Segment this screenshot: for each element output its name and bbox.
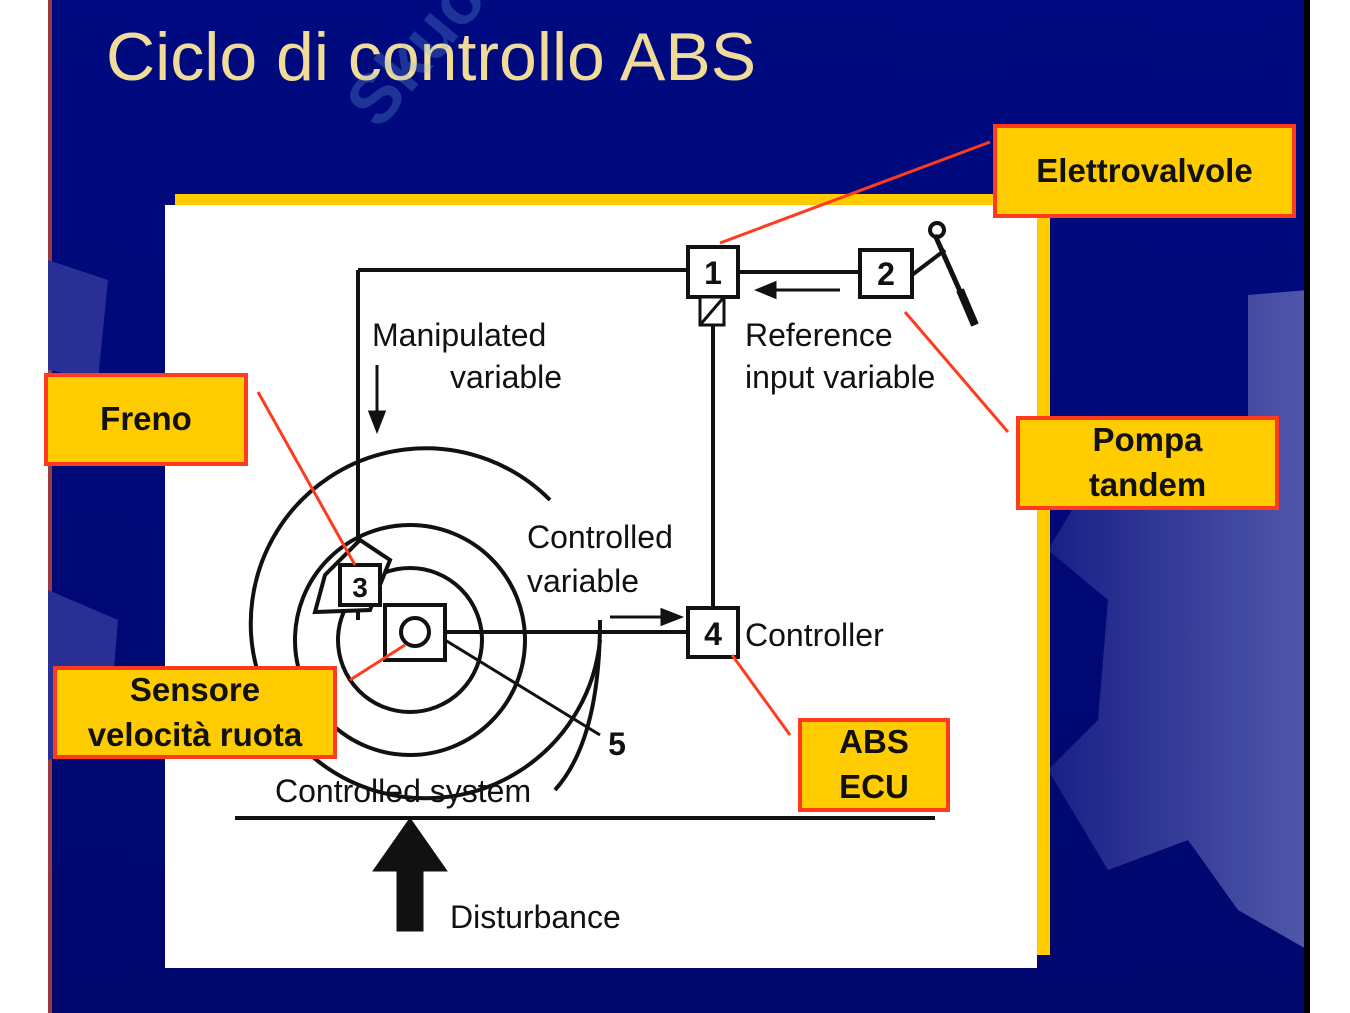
callout-text: Elettrovalvole [1036, 151, 1253, 189]
callout-text: velocità ruota [87, 715, 303, 753]
callout-text: Pompa [1092, 421, 1203, 459]
freno-leader [256, 391, 357, 566]
callout-abs-ecu: ABS ECU [798, 718, 950, 812]
disturbance-label: Disturbance [450, 899, 621, 935]
elettrovalvole-leader [719, 140, 991, 245]
node-5-label: 5 [608, 726, 626, 762]
pompa-leader [903, 311, 1010, 433]
controlled-variable-label-2: variable [527, 563, 639, 599]
background-gear-icon [48, 260, 118, 760]
controlled-system-label: Controlled system [275, 773, 531, 809]
disturbance-arrow-icon [372, 817, 448, 932]
reference-label-2: input variable [745, 359, 935, 395]
wheel-inner-circle [336, 566, 484, 714]
reference-label: Reference [745, 317, 893, 353]
callout-text: ECU [839, 768, 909, 805]
callout-text: Sensore [129, 670, 261, 708]
callout-pompa-tandem: Pompa tandem [1016, 416, 1279, 510]
sensore-leader [349, 643, 406, 682]
node-1-label: 1 [704, 255, 722, 291]
node-4-label: 4 [704, 616, 722, 652]
callout-text: ABS [839, 723, 909, 761]
node-1-box [686, 245, 740, 299]
callout-text: Freno [100, 400, 192, 438]
slide-edge-strip [48, 0, 52, 1013]
pedal-pivot-icon [928, 221, 946, 239]
node-2-box [858, 248, 914, 299]
controller-label: Controller [745, 617, 884, 653]
abs-ecu-leader [730, 654, 792, 736]
node-3-label: 3 [352, 572, 368, 603]
manipulated-label: Manipulated [372, 317, 546, 353]
node-4-box [686, 606, 740, 659]
slide-title: Ciclo di controllo ABS [106, 19, 757, 95]
callout-freno: Freno [44, 373, 248, 466]
manipulated-label-2: variable [450, 359, 562, 395]
callout-text: tandem [1088, 466, 1207, 503]
node-2-label: 2 [877, 256, 895, 292]
node-3-box [338, 563, 382, 607]
node-5-leader [444, 638, 601, 737]
callout-elettrovalvole: Elettrovalvole [993, 124, 1296, 218]
system-arc [553, 619, 602, 792]
callout-sensore: Sensore velocità ruota [53, 666, 337, 759]
controlled-variable-label: Controlled [527, 519, 673, 555]
wheel-middle-circle [293, 523, 527, 757]
